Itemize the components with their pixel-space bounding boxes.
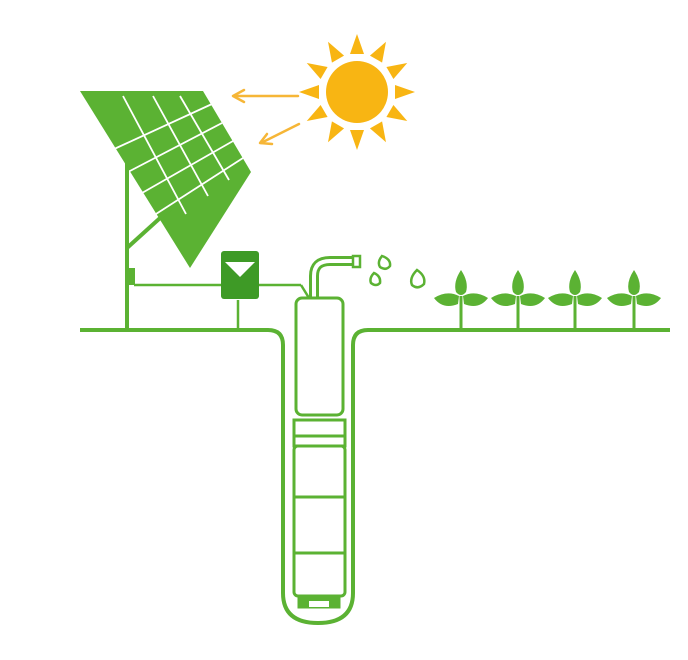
water-drops bbox=[369, 254, 426, 289]
water-drop-icon bbox=[377, 254, 392, 270]
controller-box-icon bbox=[221, 251, 259, 299]
water-drop-icon bbox=[409, 268, 426, 289]
pump-icon bbox=[292, 296, 347, 609]
sun-icon bbox=[299, 34, 415, 150]
water-drop-icon bbox=[369, 271, 382, 287]
arrow-icon bbox=[258, 122, 301, 146]
plants bbox=[434, 270, 661, 330]
sprout-icon bbox=[491, 270, 545, 330]
sunlight-arrows bbox=[231, 88, 301, 146]
sprout-icon bbox=[434, 270, 488, 330]
borehole-icon bbox=[80, 328, 670, 625]
ground-and-borehole bbox=[80, 328, 670, 625]
solar-panel-icon bbox=[80, 91, 251, 330]
sun-disc bbox=[326, 61, 388, 123]
sprout-icon bbox=[607, 270, 661, 330]
arrow-icon bbox=[231, 88, 300, 104]
pipe-icon bbox=[309, 254, 362, 298]
wiring bbox=[134, 283, 311, 330]
sprout-icon bbox=[548, 270, 602, 330]
